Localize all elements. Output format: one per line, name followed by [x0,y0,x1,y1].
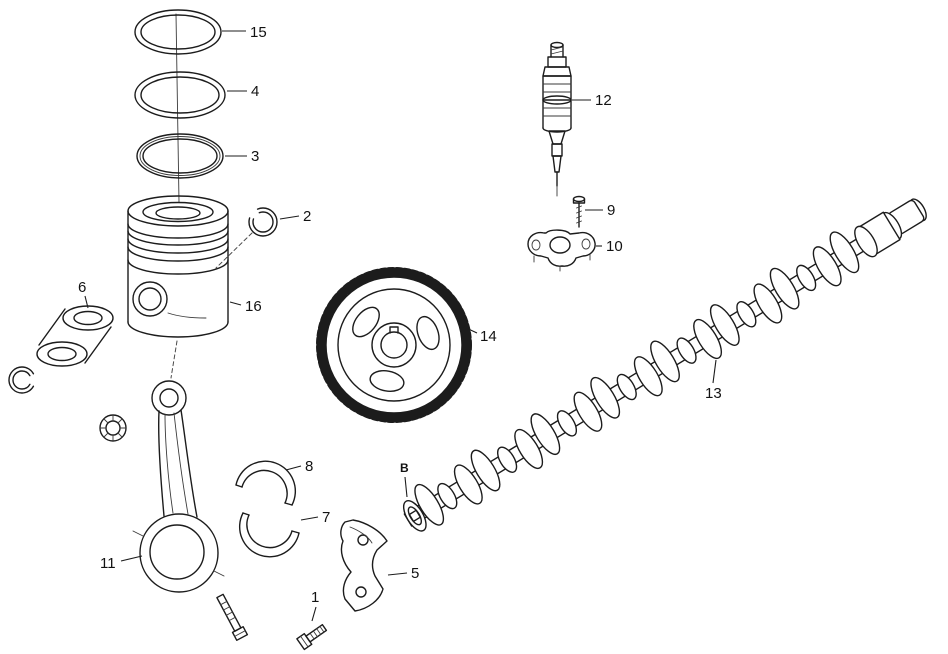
small-end-bushing [99,414,127,442]
piston [127,195,229,338]
leader-line-1 [311,606,317,622]
callout-label-10: 10 [606,238,623,255]
bolt [296,623,328,651]
callout-label-5: 5 [411,565,419,582]
callout-label-4: 4 [251,83,259,100]
callout-label-1: 1 [311,589,319,606]
callout-label-15: 15 [250,24,267,41]
callout-label-B: B [400,461,409,475]
camshaft [402,198,927,532]
piston-ring-second [134,71,226,119]
leader-line-2 [279,215,300,220]
piston-pin [36,305,114,367]
connecting-rod [132,380,249,642]
leader-line-6 [84,295,89,309]
bearing-shell-lower [238,512,300,558]
callout-label-14: 14 [480,328,497,345]
leader-line-14 [461,325,478,334]
callout-label-9: 9 [607,202,615,219]
callout-label-2: 2 [303,208,311,225]
fuel-injector [542,41,572,197]
leader-line-5 [387,572,408,576]
callout-label-8: 8 [305,458,313,475]
injector-clamp [527,229,596,272]
callout-label-16: 16 [245,298,262,315]
pin-retainer-ring-right [248,207,278,237]
retainer-alignment-dash [215,232,253,269]
callout-label-3: 3 [251,148,259,165]
pin-retainer-ring-left [8,366,36,394]
bearing-shell-upper [235,460,297,506]
leader-line-B [404,476,408,498]
callout-label-13: 13 [705,385,722,402]
leader-line-16 [229,301,242,306]
callout-label-6: 6 [78,279,86,296]
leader-line-7 [300,516,319,521]
oil-control-ring [136,133,224,179]
rod-bolt [216,593,249,642]
clamp-screw [572,195,586,228]
ring-axis-line [175,13,180,203]
timing-gear [316,267,472,423]
callout-label-11: 11 [100,555,116,572]
leader-line-13 [712,359,717,384]
callout-label-7: 7 [322,509,330,526]
leader-line-11 [120,555,143,562]
leader-line-8 [285,465,302,471]
diagram-artwork [8,9,927,651]
retainer-bracket [340,519,388,612]
piston-ring-top [134,9,222,55]
callout-label-12: 12 [595,92,612,109]
piston-rod-alignment-dash [170,340,178,379]
